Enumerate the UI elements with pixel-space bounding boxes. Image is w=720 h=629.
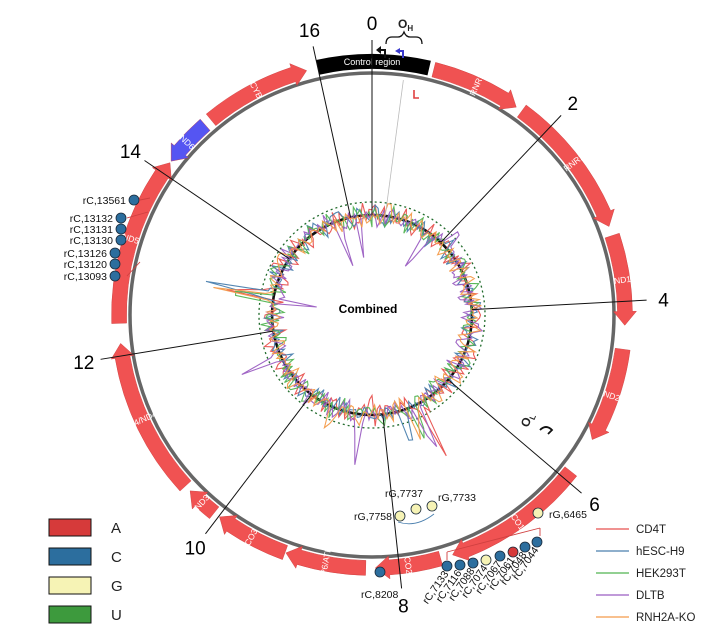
base-legend-swatch (48, 518, 92, 537)
position-tick (205, 394, 312, 535)
gene-arrow-rnr1 (431, 62, 517, 110)
position-label: 0 (367, 14, 378, 35)
gene-arrow-atp6-atp8 (285, 545, 367, 576)
position-label: 14 (120, 142, 142, 163)
gene-arrow-co3 (219, 515, 288, 560)
origin-l-label: OL (518, 411, 538, 430)
arrowhead-icon (395, 48, 400, 54)
position-label: 6 (589, 495, 600, 516)
site-label: rG,6465 (549, 509, 587, 521)
gene-label: ND1 (613, 274, 632, 286)
gene-arrow-co2 (374, 551, 443, 580)
site-dot-g (410, 503, 422, 515)
promoter-arrow-blue-icon (399, 50, 404, 58)
site-dot-c (109, 247, 121, 259)
position-label: 8 (398, 596, 409, 617)
site-connector (446, 527, 541, 560)
gene-arrow-nd3 (189, 490, 220, 519)
base-legend-swatch (48, 547, 92, 566)
site-dot (519, 541, 531, 553)
modification-sites: rC,13561 rC,13132rC,13131rC,13130rC,13126… (64, 194, 587, 606)
base-legend-swatch (48, 576, 92, 595)
site-dot-c (115, 212, 127, 224)
site-dot-c (374, 566, 386, 578)
position-tick (312, 46, 352, 218)
sample-legend-label: RNH2A-KO (636, 612, 695, 624)
site-label: rG,7737 (385, 488, 423, 500)
site-dot-c (115, 223, 127, 235)
site-dot-g (426, 500, 438, 512)
site-connector (397, 513, 435, 525)
origin-l-sub: L (528, 413, 538, 421)
site-dot (480, 554, 492, 566)
site-label: rC,13131 (70, 224, 113, 236)
site-label: rC,13120 (64, 259, 107, 271)
site-dot-g (394, 510, 406, 522)
site-dot-c (115, 234, 127, 246)
site-dot (507, 546, 519, 558)
gene-label: ND5 (121, 231, 140, 246)
site-label: rG,7733 (438, 492, 476, 504)
sample-legend-label: hESC-H9 (636, 546, 685, 558)
control-region-bar (316, 54, 431, 76)
site-label: rC,13130 (70, 235, 113, 247)
base-legend-swatch (48, 605, 92, 624)
gene-arrow-nd6 (170, 118, 211, 162)
site-label: rC,13561 (83, 195, 126, 207)
position-label: 12 (73, 353, 94, 374)
base-legend-label: U (111, 607, 122, 624)
site-label: rC,8208 (361, 589, 399, 601)
sample-legend-label: HEK293T (636, 568, 686, 580)
site-dot-c (109, 258, 121, 270)
guide-line (384, 80, 404, 216)
origin-l-arrow-icon (539, 426, 554, 435)
gene-arrow-cyb (205, 63, 307, 126)
site-label: rG,7758 (354, 511, 392, 523)
gene-arrow-nd1 (604, 232, 637, 326)
arrowhead-icon (376, 46, 381, 54)
promoter-arrow-red-icon (413, 90, 419, 99)
signal-traces (205, 203, 484, 465)
sample-legend-label: CD4T (636, 524, 666, 536)
position-tick (144, 160, 290, 260)
position-label: 16 (299, 21, 320, 42)
position-tick (447, 379, 582, 494)
origin-h-brace (385, 30, 423, 45)
site-dot-c (109, 270, 121, 282)
gene-annotations: RNR1RNR2ND1ND2CO1CO2ATP6/ATP8CO3ND3ND4/N… (110, 62, 637, 586)
position-markers: 0 2 4 6 8 10 12 14 16 (73, 14, 669, 617)
position-label: 10 (185, 538, 206, 559)
gene-label: CO2 (402, 556, 414, 575)
site-dot (531, 536, 543, 548)
site-dot-c (128, 194, 140, 206)
position-label: 2 (568, 94, 579, 115)
site-label: rC,13093 (64, 271, 107, 283)
site-dot-g (532, 507, 544, 519)
trace-rnh2a-ko (213, 203, 482, 440)
gene-arrow-nd2 (588, 347, 631, 440)
site-label: rC,13132 (70, 213, 113, 225)
position-tick (440, 115, 562, 243)
site-label: rC,13126 (64, 248, 107, 260)
sample-legend-label: DLTB (636, 590, 665, 602)
position-label: 4 (658, 290, 669, 311)
site-connector (126, 197, 151, 277)
origin-h-sub: H (407, 24, 413, 33)
center-label: Combined (339, 302, 398, 316)
position-tick (100, 330, 274, 360)
position-tick (382, 414, 403, 589)
site-dot (441, 560, 453, 572)
base-legend-label: C (111, 549, 122, 566)
site-dot (467, 557, 479, 569)
origin-h-label: OH (398, 17, 413, 33)
site-dot (494, 550, 506, 562)
base-legend-label: A (111, 520, 121, 537)
site-dot (454, 559, 466, 571)
base-legend-label: G (111, 578, 123, 595)
position-tick (471, 299, 647, 311)
